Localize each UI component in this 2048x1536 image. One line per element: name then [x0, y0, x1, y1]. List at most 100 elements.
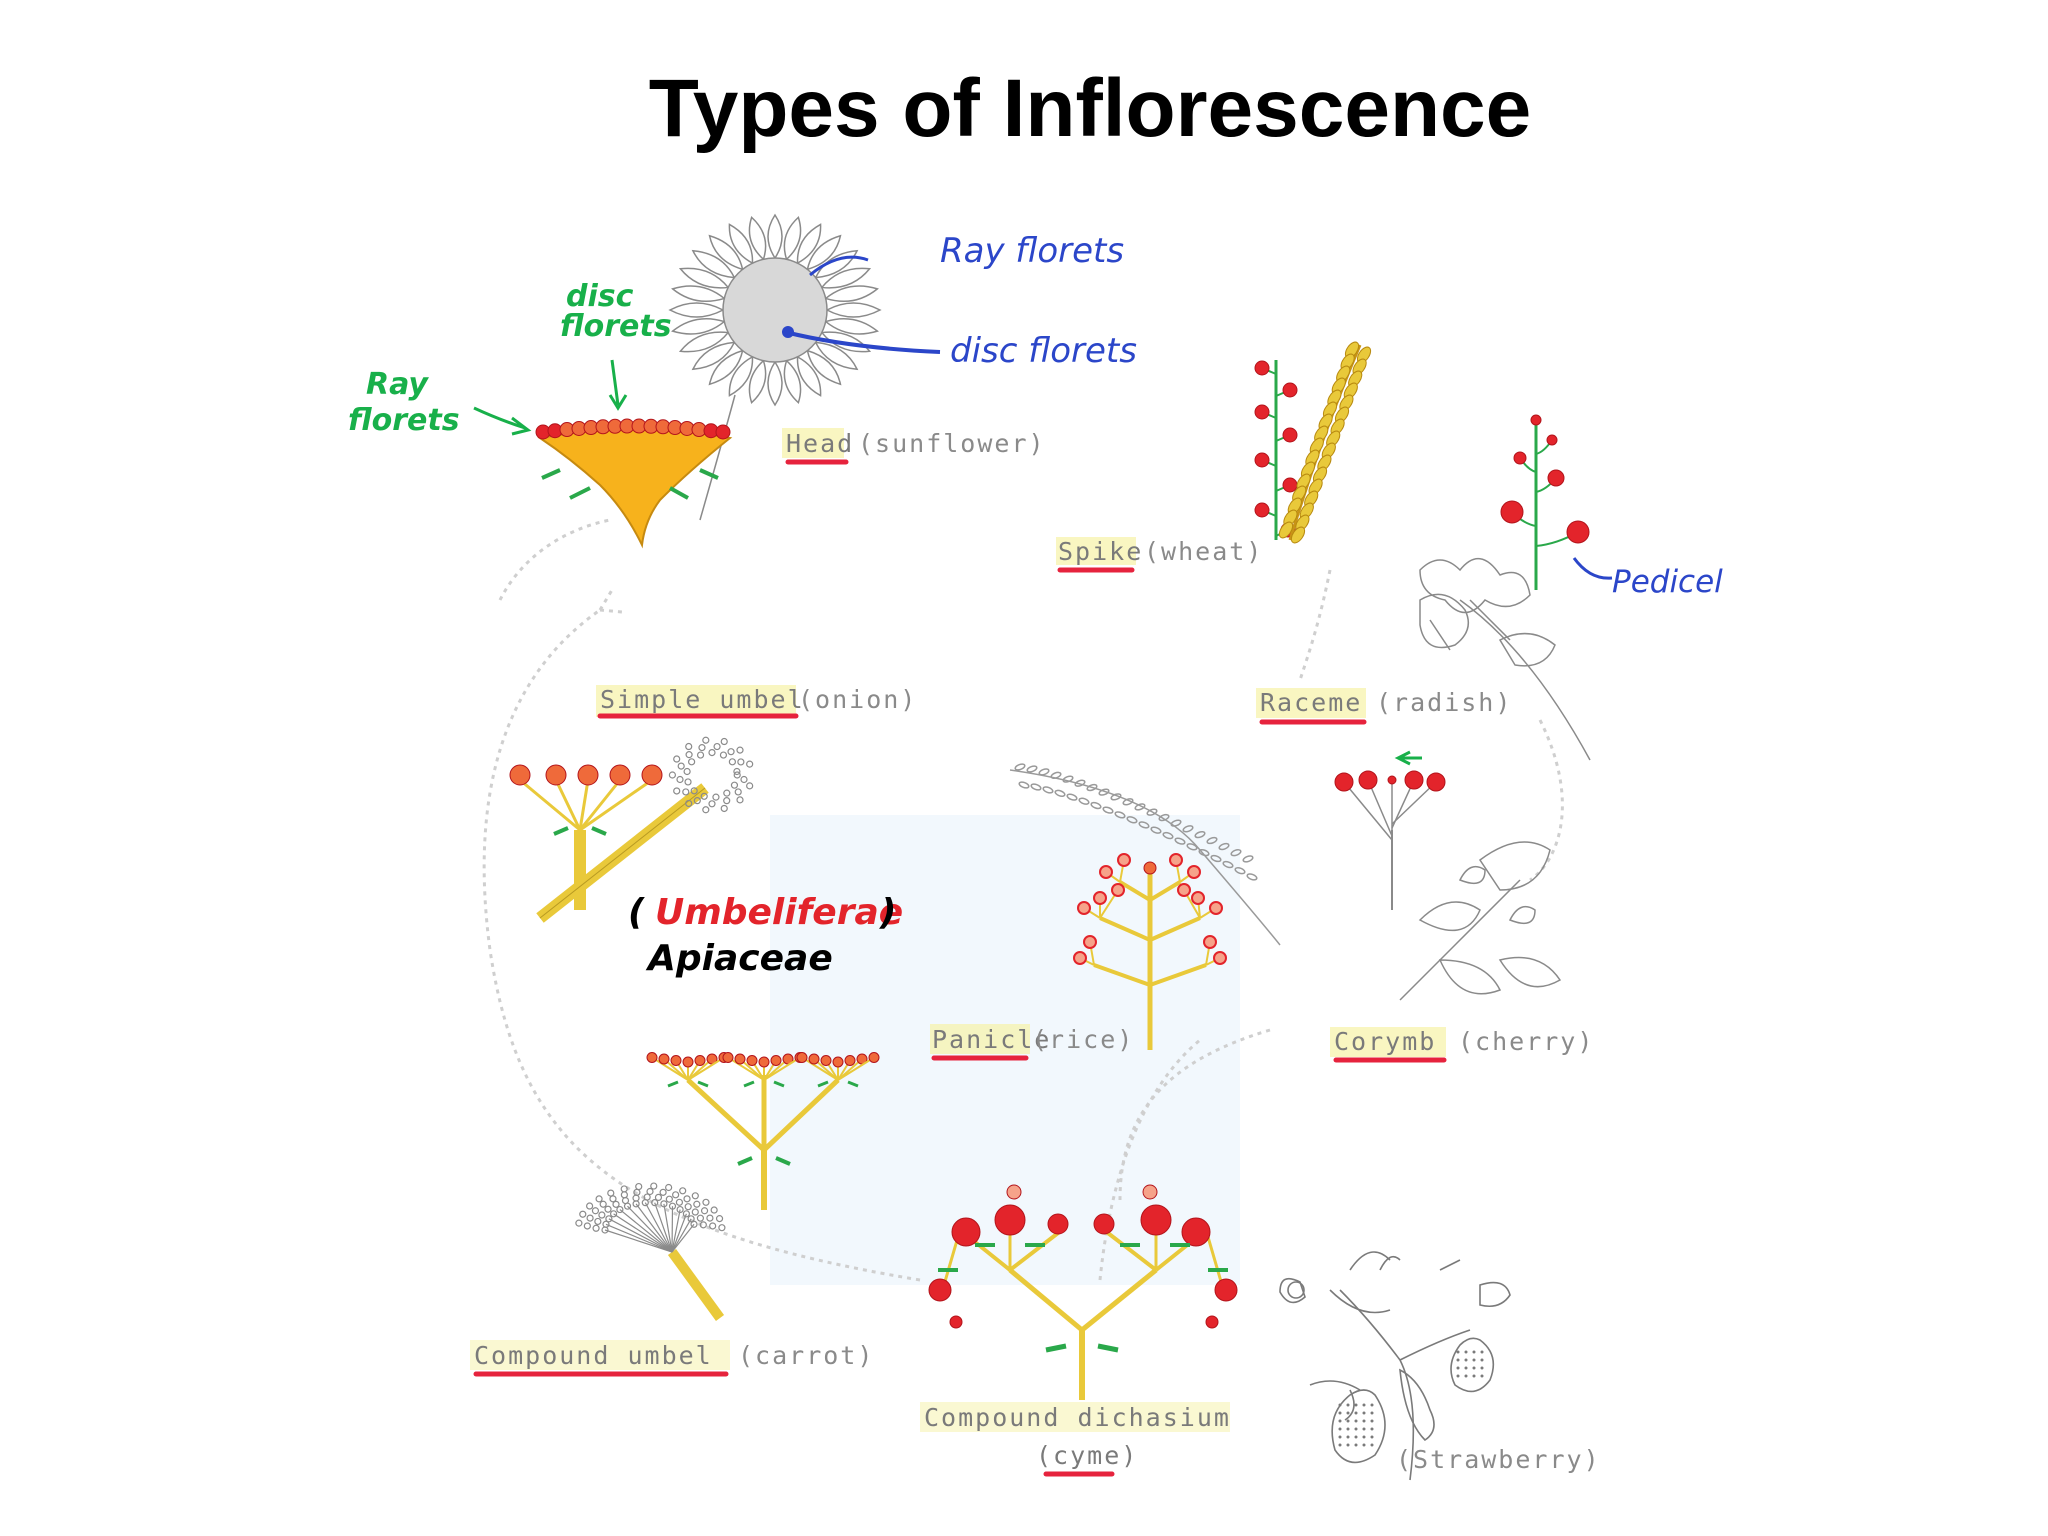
carrot-floret [659, 1188, 667, 1196]
seed-dot [1456, 1358, 1460, 1362]
seed-dot [1362, 1419, 1366, 1423]
flower [1093, 891, 1107, 905]
flower [1142, 1184, 1158, 1200]
rice-grain [1038, 768, 1050, 776]
flower [1546, 434, 1558, 446]
carrot-floret [620, 1191, 628, 1199]
panicle-branch [1118, 880, 1152, 902]
ray-petal [783, 216, 802, 260]
carrot-floret [579, 1210, 587, 1218]
umbeliferae-label: Umbeliferae [655, 892, 903, 933]
ray-petal [748, 216, 767, 260]
rice-grain [1198, 848, 1210, 857]
seed-dot [1362, 1411, 1366, 1415]
flower [746, 1055, 758, 1066]
corymb-pedicel [1391, 781, 1437, 825]
onion-floret [702, 806, 710, 814]
raceme-name: Raceme [1260, 688, 1362, 717]
ray-florets-blue-label: Ray florets [940, 231, 1124, 271]
cycle-arrows [482, 518, 1564, 1282]
seed-dot [1370, 1435, 1374, 1439]
flower [1047, 1213, 1069, 1235]
flower [808, 1053, 820, 1065]
seed-dot [1354, 1411, 1358, 1415]
flower [646, 1052, 658, 1063]
rice-grain [1222, 860, 1234, 869]
seed-dot [1370, 1443, 1374, 1447]
onion-floret [736, 796, 744, 804]
carrot-ray [671, 1213, 687, 1253]
seed-dot [1456, 1350, 1460, 1354]
raceme-label: Raceme (radish) [1256, 688, 1510, 725]
ray-petal [825, 318, 879, 335]
flower [641, 764, 663, 786]
flower [1426, 772, 1446, 792]
cyme-branch [1080, 1268, 1158, 1332]
seed-dot [1346, 1427, 1350, 1431]
umbel-ray [554, 779, 582, 831]
seed-dot [1370, 1419, 1374, 1423]
rice-grain [1050, 771, 1062, 779]
umbel-ray [579, 778, 653, 832]
seed-dot [1472, 1358, 1476, 1362]
onion-floret [673, 755, 681, 763]
rice-grain [1114, 811, 1126, 819]
sunflower-sketch [668, 213, 882, 521]
onion-floret [720, 737, 728, 746]
flower [715, 424, 731, 440]
carrot-floret [699, 1221, 707, 1229]
head-blue-annotations: Ray florets disc florets [782, 231, 1137, 371]
seed-dot [1456, 1374, 1460, 1378]
flower [1254, 452, 1270, 468]
seed-dot [1370, 1427, 1374, 1431]
onion-floret [712, 793, 720, 801]
carrot-floret [591, 1207, 600, 1215]
strawberry-sketch [1279, 1251, 1511, 1481]
onion-floret [677, 762, 685, 770]
carrot-floret [650, 1182, 658, 1190]
onion-floret [693, 797, 701, 805]
onion-floret [727, 748, 735, 756]
seed-dot [1480, 1374, 1484, 1378]
seed-dot [1472, 1350, 1476, 1354]
carrot-ray [654, 1202, 673, 1253]
ray-petal [728, 356, 754, 397]
onion-floret [746, 782, 754, 790]
seed-dot [1464, 1366, 1468, 1370]
seed-dot [1480, 1350, 1484, 1354]
onion-floret [723, 789, 731, 797]
flower [1191, 891, 1205, 905]
onion-floret [733, 771, 741, 779]
dichasium-drawing [928, 1184, 1238, 1400]
sunflower-stem [699, 394, 736, 521]
rice-grain [1150, 826, 1162, 834]
ray-petal [806, 234, 842, 271]
compound-umbel-label: Compound umbel (carrot) [470, 1340, 872, 1377]
flower [1117, 853, 1131, 867]
seed-dot [1464, 1374, 1468, 1378]
carrot-floret [654, 1193, 663, 1202]
carrot-floret [651, 1199, 659, 1207]
ray-petal [708, 234, 744, 271]
onion-floret [690, 787, 698, 795]
carrot-floret [598, 1211, 606, 1219]
carrot-floret [620, 1185, 628, 1193]
ray-petal [671, 285, 725, 302]
flower [1254, 360, 1270, 376]
flower [1282, 382, 1298, 398]
carrot-floret [602, 1220, 610, 1228]
apiaceae-label: Apiaceae [645, 938, 833, 979]
carrot-floret [710, 1206, 718, 1214]
flower [545, 764, 567, 786]
pedicel-label: Pedicel [1612, 564, 1723, 600]
seed-dot [1362, 1403, 1366, 1407]
flower [609, 764, 631, 786]
flower [770, 1055, 782, 1066]
flower [1083, 935, 1097, 949]
carrot-floret [605, 1215, 613, 1223]
carrot-floret [609, 1195, 617, 1203]
seed-dot [1370, 1403, 1374, 1407]
ray-petal [767, 361, 783, 407]
corymb-pedicel [1343, 781, 1393, 841]
umbellet-ray [727, 1056, 765, 1081]
